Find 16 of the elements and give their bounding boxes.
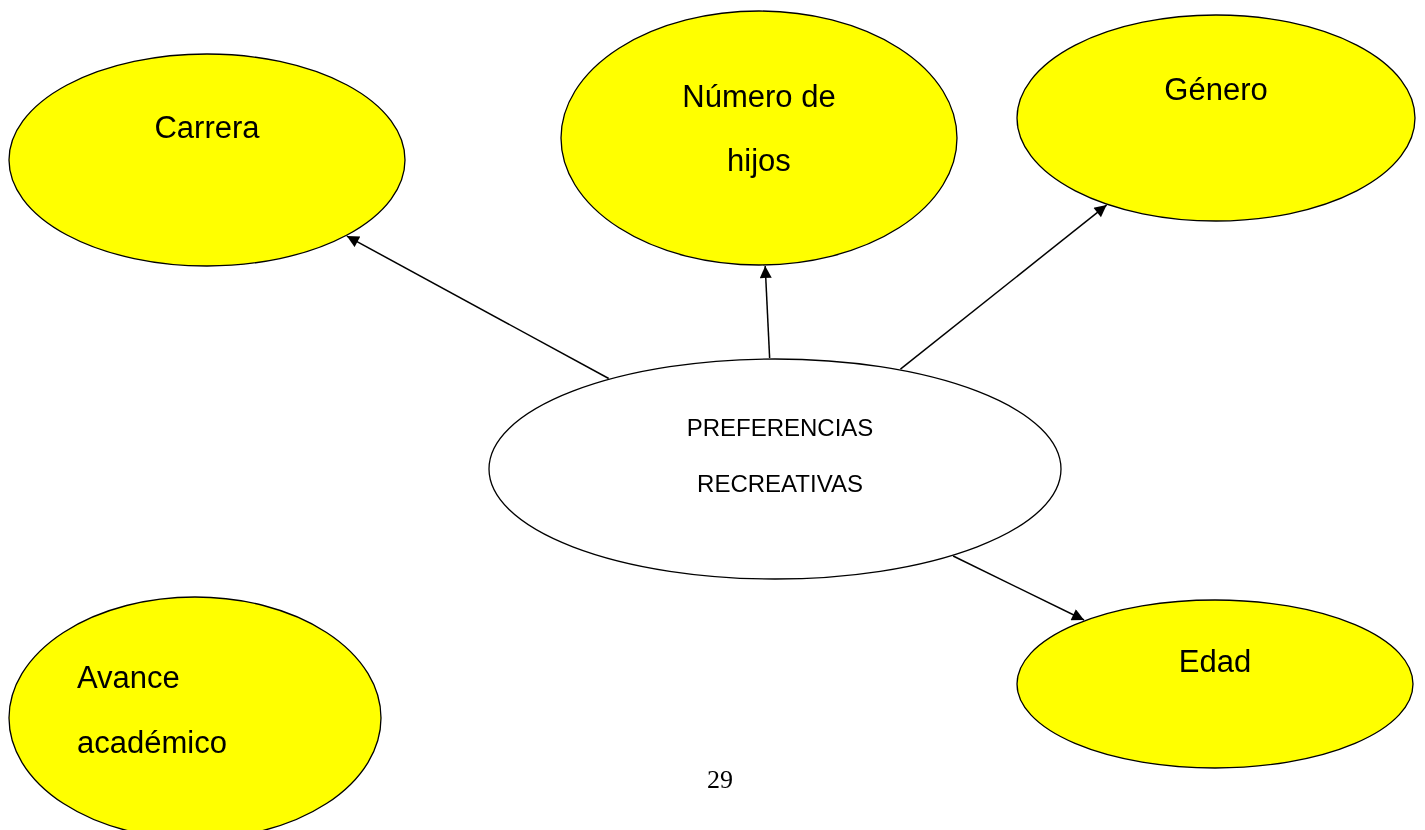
- ellipse-node: [1016, 599, 1414, 769]
- ellipse-node: [560, 10, 958, 266]
- arrow: [952, 555, 1085, 621]
- ellipse-node: [1016, 14, 1416, 222]
- ellipse-node: [8, 53, 406, 267]
- page-number: 29: [707, 765, 733, 795]
- arrow: [899, 204, 1108, 370]
- arrow: [759, 265, 772, 359]
- node-label: Género: [1163, 71, 1269, 109]
- node-label: Edad: [1177, 643, 1253, 681]
- ellipse-node: [488, 358, 1062, 580]
- arrow: [346, 235, 610, 380]
- node-label: PREFERENCIAS RECREATIVAS: [685, 413, 875, 499]
- node-label: Número de hijos: [681, 78, 837, 180]
- node-label: Avance académico: [77, 659, 228, 762]
- node-label: Carrera: [153, 109, 261, 147]
